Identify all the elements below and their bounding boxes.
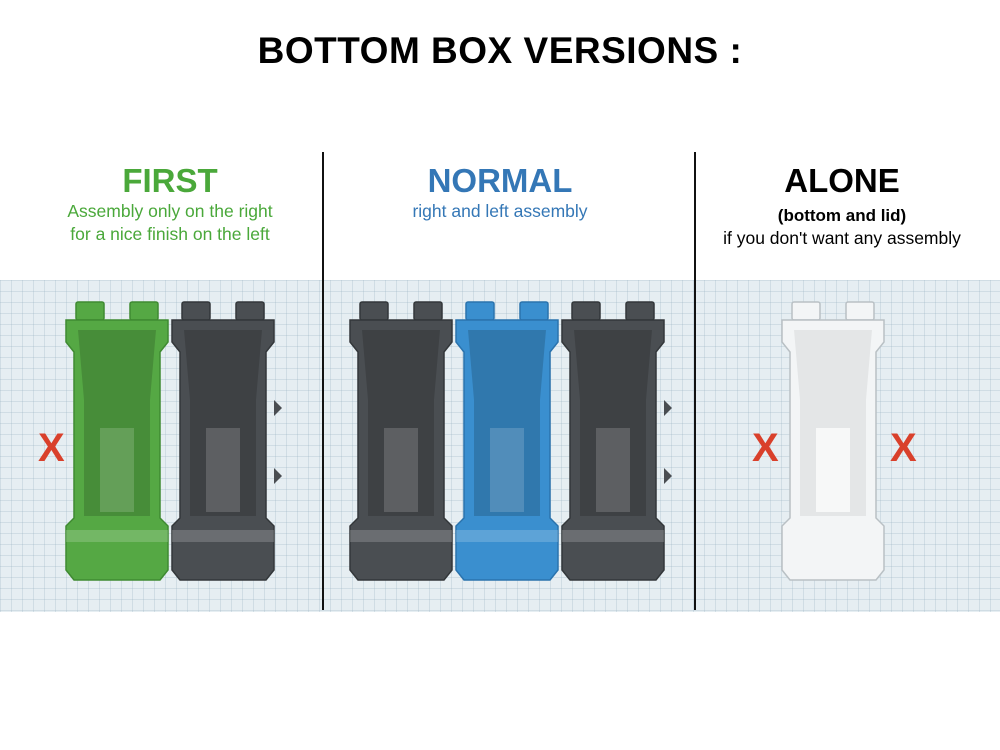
column-normal: NORMAL right and left assembly	[340, 162, 660, 223]
column-first-line-1: Assembly only on the right	[67, 201, 273, 221]
column-alone-line-1: if you don't want any assembly	[723, 228, 961, 248]
column-alone-title: ALONE	[784, 162, 900, 199]
box-normal-blue	[455, 301, 559, 581]
box-first-dark	[171, 301, 282, 581]
box-alone-white	[781, 301, 885, 581]
column-first-line-2: for a nice finish on the left	[70, 224, 270, 244]
x-marker-first-left: X	[38, 426, 65, 470]
column-divider-1	[322, 152, 324, 610]
x-marker-alone-right: X	[890, 426, 917, 470]
column-divider-2	[694, 152, 696, 610]
box-normal-dark-right	[561, 301, 672, 581]
box-illustrations	[65, 301, 885, 581]
box-first-green	[65, 301, 169, 581]
column-first: FIRST Assembly only on the right for a n…	[30, 162, 310, 246]
column-first-title: FIRST	[122, 162, 218, 199]
box-normal-dark-left	[349, 301, 453, 581]
column-normal-line-1: right and left assembly	[412, 201, 588, 221]
x-marker-alone-left: X	[752, 426, 779, 470]
page-title: BOTTOM BOX VERSIONS :	[257, 30, 743, 71]
column-alone: ALONE (bottom and lid) if you don't want…	[700, 162, 984, 250]
column-normal-title: NORMAL	[427, 162, 573, 199]
column-alone-bold-line: (bottom and lid)	[777, 206, 907, 225]
